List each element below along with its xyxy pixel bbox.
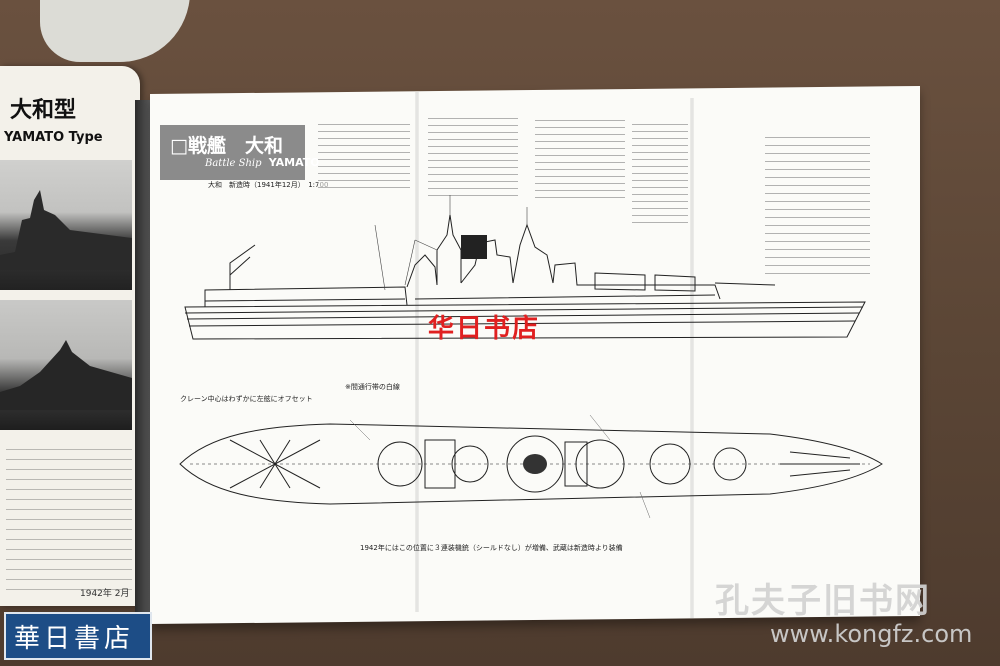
left-photo-1-ship bbox=[0, 190, 132, 270]
fold-line-left bbox=[415, 92, 419, 612]
red-watermark: 华日书店 bbox=[428, 314, 541, 344]
fold-line-right bbox=[690, 98, 694, 618]
text-column-3 bbox=[535, 114, 625, 198]
left-page-subtitle: YAMATO Type bbox=[4, 130, 103, 145]
ship-top-view bbox=[179, 414, 883, 519]
left-photo-2-ship bbox=[0, 340, 132, 410]
text-column-4 bbox=[632, 118, 688, 228]
brand-url: www.kongfz.com bbox=[770, 620, 973, 648]
subtitle-name: YAMATO bbox=[268, 156, 320, 169]
left-page-title: 大和型 bbox=[10, 97, 77, 123]
stamp-box bbox=[4, 612, 152, 660]
stamp-text: 華日書店 bbox=[14, 624, 135, 654]
left-page-footer: 1942年 2月 bbox=[80, 589, 130, 599]
annotation-bottom-note: 1942年にはこの位置に３連装機銃（シールドなし）が増備、武蔵は新造時より装備 bbox=[360, 544, 623, 552]
title-subtitle: Battle Ship YAMATO bbox=[205, 156, 320, 169]
brand-watermark: 孔夫子旧书网 bbox=[715, 581, 931, 621]
specs-table bbox=[765, 130, 870, 280]
left-text-column bbox=[6, 440, 132, 590]
ship-side-view bbox=[184, 195, 866, 340]
text-column-2 bbox=[428, 112, 518, 196]
annotation-crane-offset: クレーン中心はわずかに左舷にオフセット bbox=[180, 395, 313, 403]
text-column-1 bbox=[318, 118, 410, 188]
title-text: □戦艦 大和 bbox=[170, 135, 283, 157]
scale-caption: 大和 新造時（1941年12月） 1:700 bbox=[208, 181, 329, 189]
subtitle-prefix: Battle Ship bbox=[205, 158, 262, 169]
annotation-walkway: ※間通行帯の白線 bbox=[345, 383, 400, 391]
title-box bbox=[160, 125, 305, 180]
